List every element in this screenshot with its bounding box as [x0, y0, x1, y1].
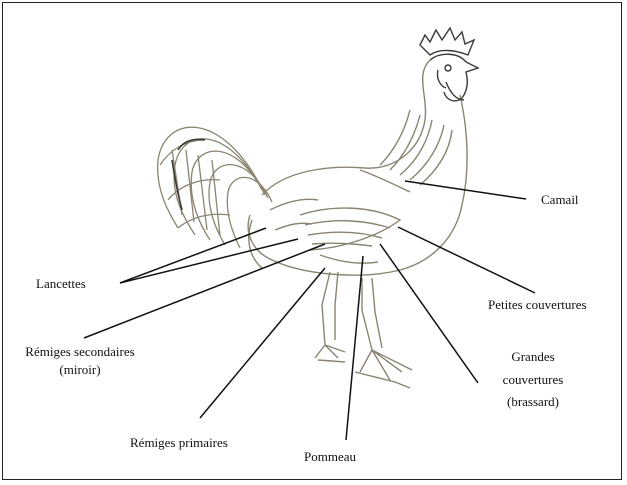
leader-pommeau	[345, 255, 364, 441]
label-remiges-primaires: Rémiges primaires	[130, 435, 228, 450]
label-remiges-secondaires-miroir: (miroir)	[59, 362, 101, 377]
label-lancettes: Lancettes	[36, 276, 86, 291]
label-grandes-couvertures-line3: (brassard)	[507, 394, 559, 409]
rooster-body	[247, 59, 468, 276]
rooster-tail-dark	[171, 138, 206, 211]
leader-lancettes-b	[119, 238, 299, 284]
rooster-legs	[314, 271, 413, 389]
leader-petites-couvertures	[397, 226, 536, 294]
leader-lines	[83, 180, 536, 441]
rooster-tail	[156, 126, 273, 249]
leader-grandes-couvertures	[379, 243, 479, 384]
label-petites-couvertures: Petites couvertures	[488, 297, 587, 312]
leader-remiges-primaires	[199, 267, 326, 419]
label-pommeau: Pommeau	[304, 449, 356, 464]
rooster-head	[419, 26, 480, 102]
diagram-frame	[2, 2, 622, 480]
label-grandes-couvertures-line1: Grandes	[511, 349, 555, 364]
leader-lancettes-a	[119, 227, 267, 284]
leader-camail	[404, 180, 527, 200]
label-camail: Camail	[541, 192, 579, 207]
label-remiges-secondaires: Rémiges secondaires	[25, 344, 135, 359]
leader-remiges-secondaires	[83, 243, 326, 339]
label-grandes-couvertures-line2: couvertures	[502, 372, 564, 387]
